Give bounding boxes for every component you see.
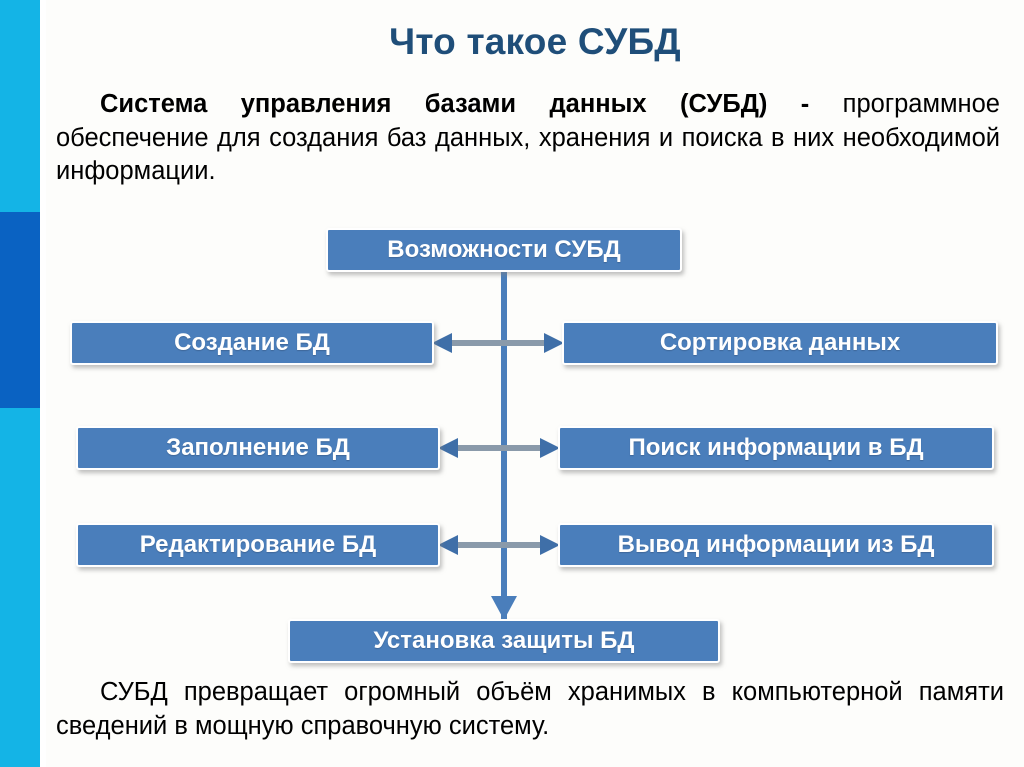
- sidebar-dark-blue-band: [0, 212, 40, 408]
- node-fill-database[interactable]: Заполнение БД: [76, 426, 440, 470]
- closing-paragraph: СУБД превращает огромный объём хранимых …: [56, 676, 1004, 743]
- node-create-database[interactable]: Создание БД: [70, 321, 434, 365]
- node-search-information[interactable]: Поиск информации в БД: [558, 426, 994, 470]
- arrow-bidirectional-icon-row2: [438, 438, 560, 458]
- page-title: Что такое СУБД: [389, 21, 681, 62]
- closing-text: СУБД превращает огромный объём хранимых …: [56, 678, 1004, 740]
- sidebar-white-gap: [40, 0, 46, 767]
- intro-rest-text: программное обеспечение для создания баз…: [56, 90, 1000, 186]
- node-set-database-protection[interactable]: Установка защиты БД: [288, 619, 720, 663]
- arrow-bidirectional-icon-row1: [432, 333, 564, 353]
- intro-lead-text: Система управления базами данных (СУБД) …: [100, 90, 810, 118]
- arrow-bidirectional-icon-row3: [438, 535, 560, 555]
- node-edit-database[interactable]: Редактирование БД: [76, 523, 440, 567]
- node-root-capabilities[interactable]: Возможности СУБД: [326, 228, 682, 272]
- node-output-information[interactable]: Вывод информации из БД: [558, 523, 994, 567]
- node-sort-data[interactable]: Сортировка данных: [562, 321, 998, 365]
- intro-paragraph: Система управления базами данных (СУБД) …: [56, 88, 1000, 189]
- arrow-down-icon: [491, 596, 517, 620]
